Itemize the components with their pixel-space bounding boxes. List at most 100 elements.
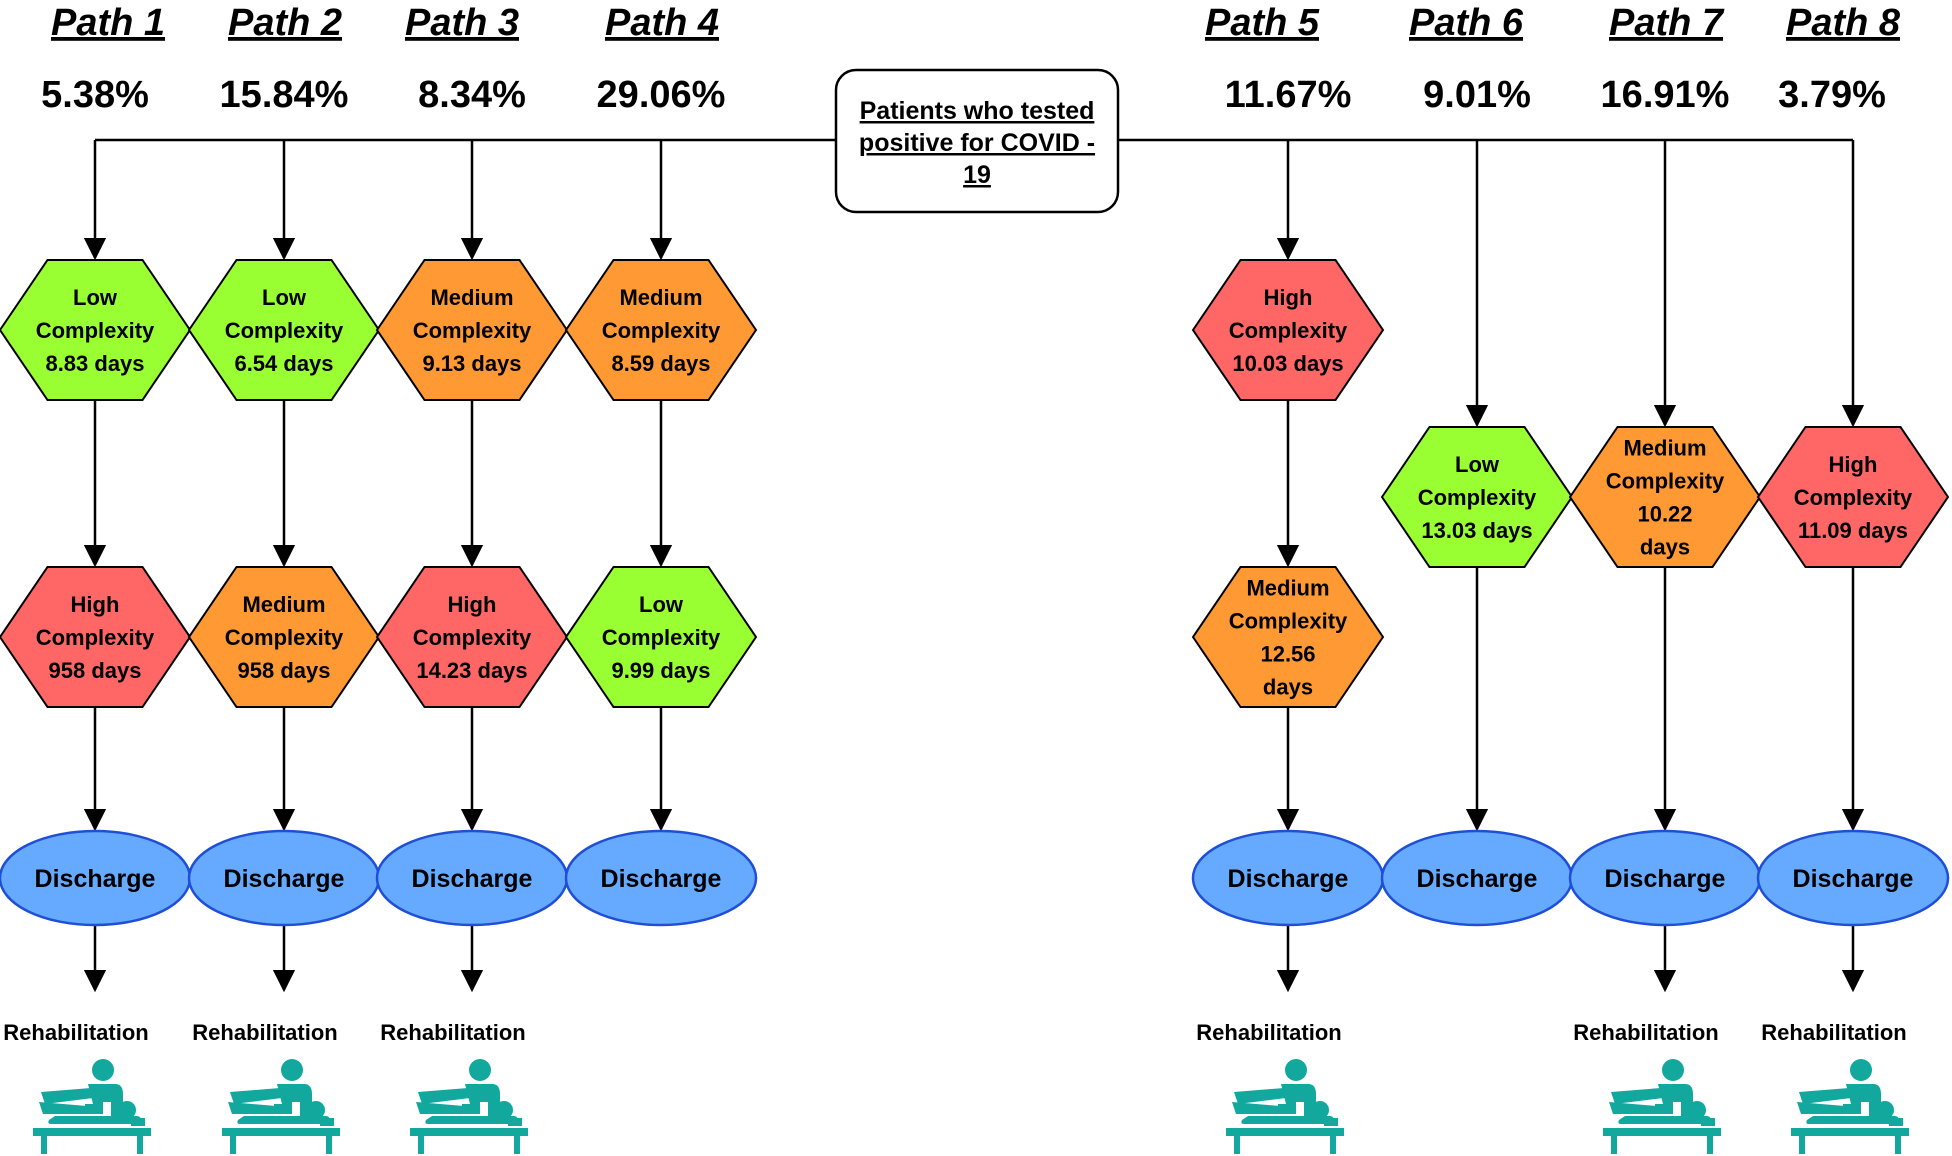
discharge-node: Discharge: [1568, 829, 1762, 927]
complexity-node-text: Low: [639, 592, 684, 617]
complexity-node-text: Medium: [242, 592, 325, 617]
rehabilitation-therapy-icon: [1603, 1059, 1721, 1154]
complexity-node-text: Medium: [1246, 576, 1329, 601]
connector-lines: [83, 138, 1865, 993]
complexity-node-text: Medium: [430, 285, 513, 310]
complexity-node-text: Complexity: [1418, 485, 1537, 510]
complexity-node-text: 8.83 days: [45, 351, 144, 376]
complexity-node-text: 958 days: [238, 658, 331, 683]
discharge-label: Discharge: [601, 865, 722, 893]
complexity-node-text: 14.23 days: [416, 658, 527, 683]
complexity-node-text: Complexity: [225, 318, 344, 343]
discharge-ellipse: [564, 829, 758, 927]
complexity-node-text: Low: [1455, 452, 1500, 477]
complexity-node-text: High: [448, 592, 497, 617]
complexity-node-text: 10.22: [1637, 502, 1692, 527]
start-node-box: [834, 68, 1120, 214]
complexity-node-text: Complexity: [602, 625, 721, 650]
discharge-label: Discharge: [1417, 865, 1538, 893]
complexity-hexagon: [564, 259, 758, 401]
discharge-node: Discharge: [1191, 829, 1385, 927]
complexity-node-text: days: [1263, 675, 1313, 700]
rehabilitation-node: Rehabilitation: [3, 1020, 151, 1154]
path-percentage: 8.34%: [418, 74, 526, 116]
complexity-node-text: High: [71, 592, 120, 617]
complexity-hexagon: [1191, 566, 1385, 708]
complexity-node-text: Complexity: [602, 318, 721, 343]
complexity-node-text: days: [1640, 535, 1690, 560]
path-title: Path 6: [1409, 2, 1524, 44]
complexity-node-text: Medium: [619, 285, 702, 310]
rehabilitation-label: Rehabilitation: [3, 1020, 148, 1045]
discharge-label: Discharge: [1228, 865, 1349, 893]
path-title: Path 5: [1205, 2, 1320, 44]
discharge-label: Discharge: [1793, 865, 1914, 893]
start-node-line-2: positive for COVID -: [859, 129, 1095, 157]
complexity-node-text: Medium: [1623, 436, 1706, 461]
complexity-node-text: Complexity: [413, 625, 532, 650]
complexity-node-text: Complexity: [1794, 485, 1913, 510]
rehabilitation-therapy-icon: [33, 1059, 151, 1154]
rehabilitation-therapy-icon: [1226, 1059, 1344, 1154]
complexity-node-text: 6.54 days: [234, 351, 333, 376]
start-node-line-3: 19: [963, 161, 991, 189]
discharge-label: Discharge: [224, 865, 345, 893]
start-node: Patients who tested positive for COVID -…: [834, 68, 1120, 214]
complexity-node-text: High: [1264, 285, 1313, 310]
discharge-node: Discharge: [564, 829, 758, 927]
path-title: Path 2: [228, 2, 342, 44]
rehabilitation-therapy-icon: [1791, 1059, 1909, 1154]
discharge-node: Discharge: [1380, 829, 1574, 927]
complexity-node-text: 10.03 days: [1232, 351, 1343, 376]
rehabilitation-therapy-icon: [410, 1059, 528, 1154]
complexity-node-text: Complexity: [36, 318, 155, 343]
complexity-node-text: 8.59 days: [611, 351, 710, 376]
rehabilitation-therapy-icon: [222, 1059, 340, 1154]
rehabilitation-label: Rehabilitation: [1573, 1020, 1718, 1045]
complexity-node-text: 13.03 days: [1421, 518, 1532, 543]
path-7-column: Path 716.91%MediumComplexity10.22daysDis…: [1568, 2, 1762, 1154]
complexity-node-text: Complexity: [225, 625, 344, 650]
path-title: Path 8: [1786, 2, 1901, 44]
complexity-node-text: 9.99 days: [611, 658, 710, 683]
path-title: Path 1: [51, 2, 165, 44]
path-title: Path 4: [605, 2, 719, 44]
rehabilitation-node: Rehabilitation: [1196, 1020, 1344, 1154]
path-percentage: 5.38%: [41, 74, 149, 116]
path-percentage: 3.79%: [1778, 74, 1886, 116]
path-percentage: 16.91%: [1601, 74, 1730, 116]
complexity-hexagon: [1756, 426, 1950, 568]
path-percentage: 15.84%: [220, 74, 349, 116]
path-title: Path 7: [1609, 2, 1725, 44]
rehabilitation-node: Rehabilitation: [380, 1020, 528, 1154]
complexity-node-text: Complexity: [36, 625, 155, 650]
rehabilitation-node: Rehabilitation: [192, 1020, 340, 1154]
complexity-node-text: Complexity: [413, 318, 532, 343]
discharge-node: Discharge: [187, 829, 381, 927]
rehabilitation-label: Rehabilitation: [1761, 1020, 1906, 1045]
start-node-line-1: Patients who tested: [860, 97, 1095, 125]
complexity-node-text: High: [1829, 452, 1878, 477]
rehabilitation-label: Rehabilitation: [1196, 1020, 1341, 1045]
discharge-node: Discharge: [1756, 829, 1950, 927]
complexity-node-text: Complexity: [1229, 609, 1348, 634]
discharge-node: Discharge: [375, 829, 569, 927]
path-percentage: 9.01%: [1423, 74, 1531, 116]
discharge-ellipse: [1756, 829, 1950, 927]
